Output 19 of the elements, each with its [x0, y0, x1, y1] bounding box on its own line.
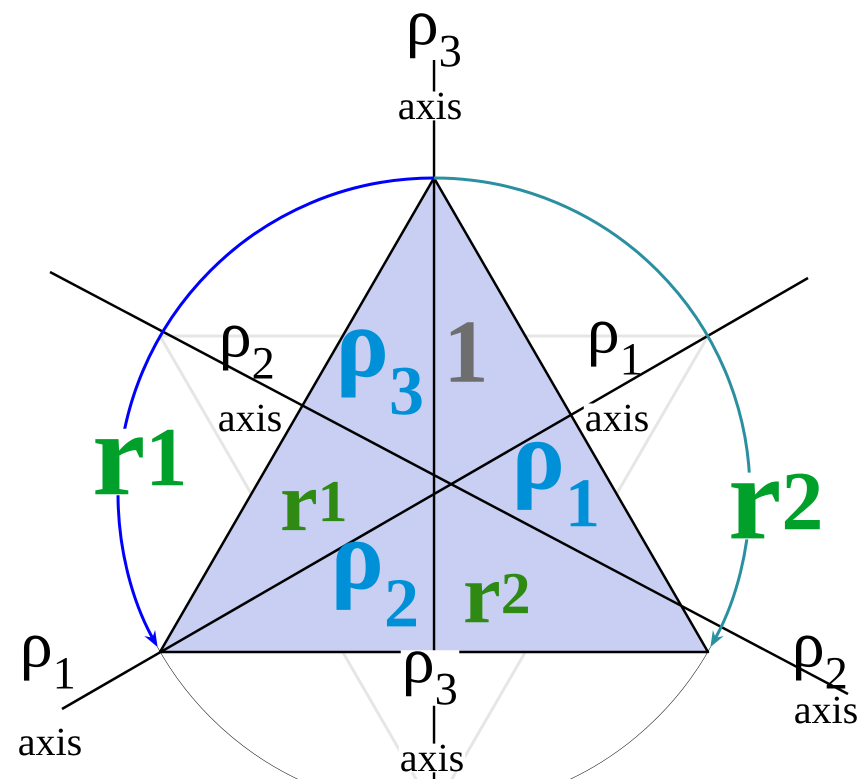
axis-label: ρ$_{2}$ — [222, 326, 272, 378]
axis-label: axis — [216, 404, 284, 432]
axis-label: ρ$_{1}$ — [24, 636, 73, 688]
rotation-label: r$^{2}$ — [727, 472, 825, 540]
axis-label: ρ$_{1}$ — [591, 322, 640, 374]
axis-label: axis — [792, 696, 859, 724]
axis-label: ρ$_{3}$ — [400, 650, 460, 706]
axis-label: ρ$_{3}$ — [410, 13, 460, 67]
axis-label: axis — [584, 404, 650, 432]
region-label: ρ$_{3}$ — [341, 329, 422, 415]
region-label: ρ$_{1}$ — [517, 442, 596, 526]
region-label: 1 — [450, 322, 484, 382]
region-label: r$^{2}$ — [465, 574, 528, 622]
axis-label: axis — [396, 92, 464, 120]
rotation-label: r$^{1}$ — [91, 428, 189, 496]
region-label: ρ$_{2}$ — [336, 542, 416, 626]
axis-label: axis — [16, 728, 84, 756]
region-label: r$^{1}$ — [282, 482, 344, 530]
axis-label: axis — [398, 744, 466, 772]
